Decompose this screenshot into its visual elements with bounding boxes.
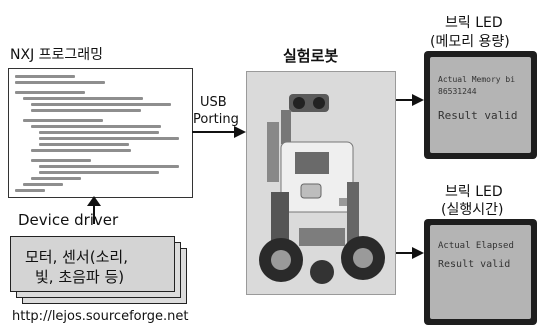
usb-arrow: [192, 126, 246, 138]
code-line: [39, 165, 179, 168]
code-line: [15, 189, 45, 192]
led-bottom-subtitle: (실행시간): [441, 202, 504, 218]
led-bottom-line2: Result valid: [438, 259, 511, 270]
led-top-line1: Actual Memory bi: [438, 75, 516, 84]
usb-label-line2: Porting: [193, 112, 239, 127]
code-line: [39, 171, 159, 174]
led-bottom-line1: Actual Elapsed: [438, 241, 514, 251]
code-line: [23, 97, 143, 100]
led-top-subtitle: (메모리 용량): [430, 34, 510, 50]
led-bottom-display: Actual Elapsed Result valid: [430, 225, 531, 319]
led-top-screen: Actual Memory bi 86531244 Result valid: [424, 51, 537, 159]
code-line: [31, 149, 131, 152]
code-line: [31, 103, 171, 106]
code-line: [31, 109, 141, 112]
robot-illustration: [247, 72, 395, 294]
led-top-title: 브릭 LED: [445, 15, 503, 31]
arrow-up-to-code: [87, 196, 101, 224]
code-line: [31, 177, 81, 180]
code-line: [23, 183, 63, 186]
arrow-to-led-bottom: [396, 247, 424, 259]
led-bottom-title: 브릭 LED: [445, 184, 503, 200]
code-line: [31, 159, 91, 162]
usb-label-line1: USB: [200, 95, 227, 110]
arrow-to-led-top: [396, 94, 424, 106]
robot-title: 실험로봇: [283, 47, 339, 65]
sensor-card-line2: 빛, 초음파 등): [35, 268, 125, 286]
led-top-line2: 86531244: [438, 87, 477, 96]
code-line: [31, 125, 161, 128]
device-driver-label: Device driver: [18, 211, 119, 229]
sensor-card: 모터, 센서(소리, 빛, 초음파 등): [10, 236, 175, 292]
code-line: [39, 131, 159, 134]
code-line: [39, 143, 129, 146]
nxj-programming-title: NXJ 프로그래밍: [10, 47, 104, 63]
code-line: [15, 81, 105, 84]
robot-photo: [246, 71, 396, 295]
code-screenshot: [8, 68, 193, 198]
code-line: [15, 91, 85, 94]
led-top-line3: Result valid: [438, 109, 518, 122]
code-line: [23, 119, 103, 122]
source-url: http://lejos.sourceforge.net: [12, 309, 189, 324]
code-line: [15, 75, 75, 78]
led-bottom-screen: Actual Elapsed Result valid: [424, 219, 537, 325]
led-top-display: Actual Memory bi 86531244 Result valid: [430, 57, 531, 153]
sensor-card-line1: 모터, 센서(소리,: [25, 248, 128, 266]
code-line: [39, 137, 179, 140]
